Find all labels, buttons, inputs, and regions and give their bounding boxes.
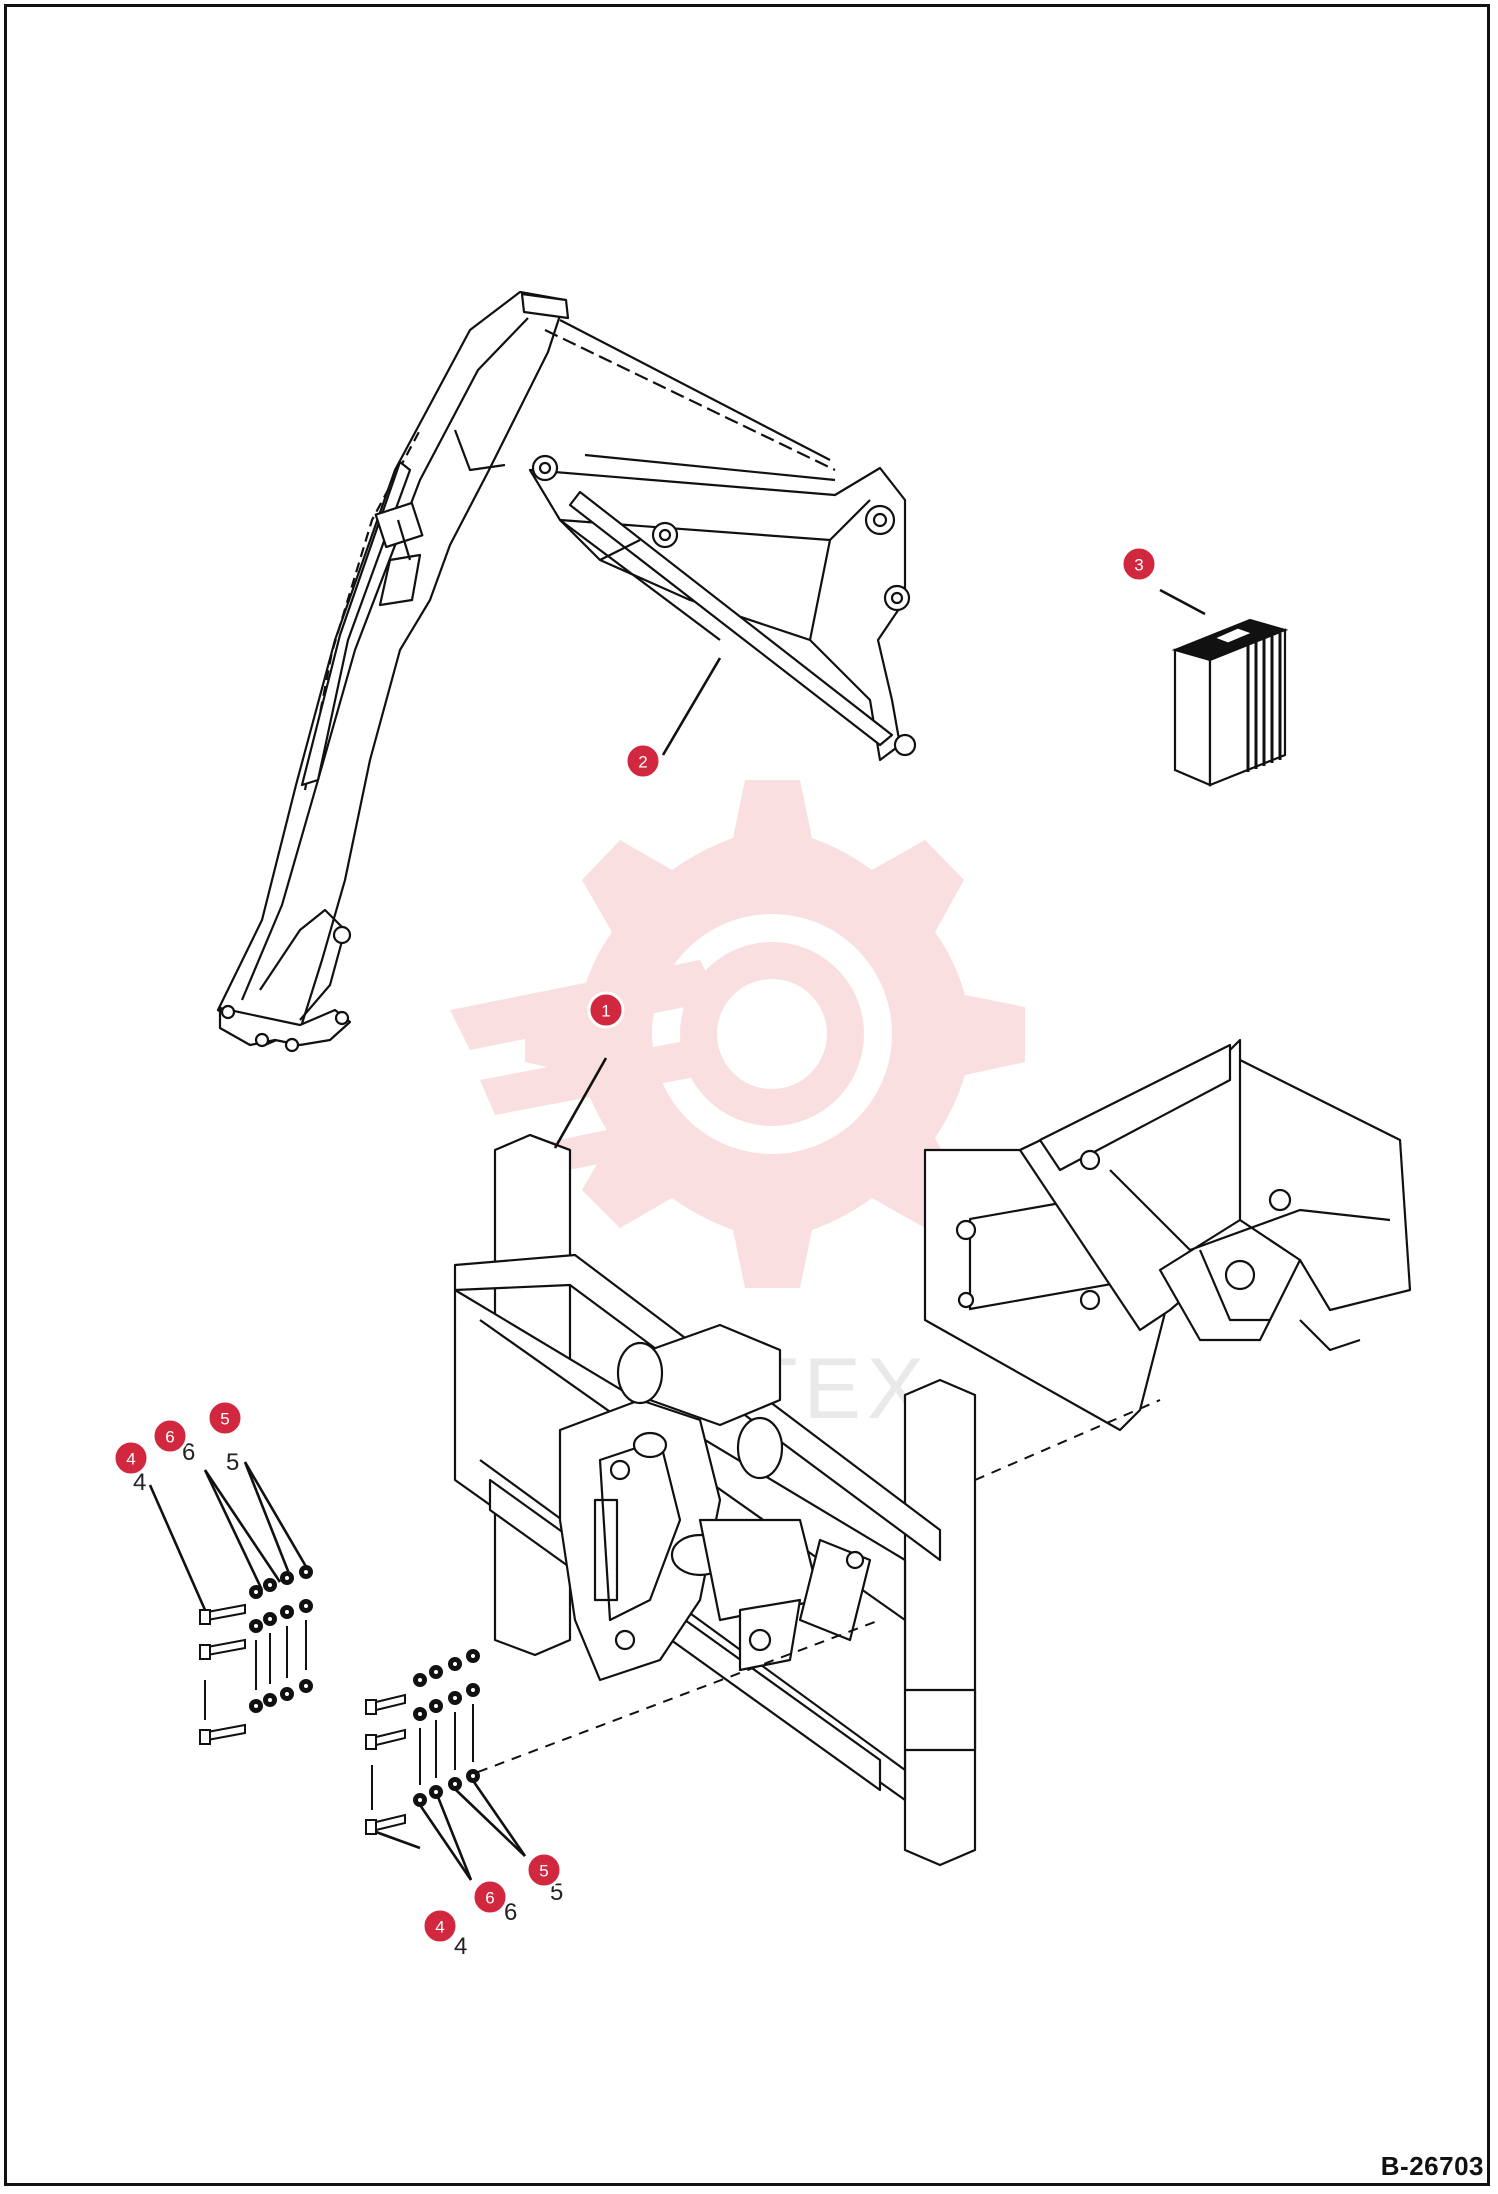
svg-text:4: 4	[126, 1450, 135, 1469]
callout-4-left[interactable]: 4	[112, 1439, 150, 1477]
svg-text:1: 1	[601, 1002, 610, 1021]
ghost-label-4-right: 4	[454, 1933, 467, 1960]
drawing-border	[4, 4, 1490, 2186]
callout-5-left[interactable]: 5	[206, 1399, 244, 1437]
hardware-left-group	[199, 1565, 313, 1745]
svg-text:3: 3	[1134, 556, 1143, 575]
svg-text:2: 2	[638, 753, 647, 772]
callout-5-right[interactable]: 5	[525, 1851, 563, 1889]
watermark-gear-logo	[450, 780, 1025, 1288]
callout-3[interactable]: 3	[1120, 545, 1158, 583]
callout-1[interactable]: 1	[587, 991, 625, 1029]
callout-4-right[interactable]: 4	[421, 1907, 459, 1945]
callouts: 1 2 3 4 6 5 5 6	[112, 545, 1158, 1945]
hardware-right-group	[365, 1649, 480, 1835]
decal-box-drawing	[1171, 618, 1289, 787]
callout-6-right[interactable]: 6	[471, 1878, 509, 1916]
mounting-frame-drawing	[453, 1038, 1412, 1867]
svg-text:4: 4	[435, 1918, 444, 1937]
svg-text:5: 5	[539, 1862, 548, 1881]
ghost-label-5-left: 5	[226, 1449, 239, 1476]
svg-text:5: 5	[220, 1410, 229, 1429]
svg-text:6: 6	[165, 1428, 174, 1447]
svg-text:6: 6	[485, 1889, 494, 1908]
excavator-boom-drawing	[216, 290, 917, 1053]
leader-lines	[148, 588, 1206, 1881]
ghost-label-6-right: 6	[504, 1899, 517, 1926]
callout-2[interactable]: 2	[624, 742, 662, 780]
alignment-lines	[477, 1399, 1161, 1773]
drawing-number: B-26703	[1380, 2151, 1484, 2181]
callout-6-left[interactable]: 6	[151, 1417, 189, 1455]
ghost-label-4-left: 4	[133, 1469, 146, 1496]
ghost-labels: 5 6 4 5 6 4	[133, 1439, 563, 1960]
